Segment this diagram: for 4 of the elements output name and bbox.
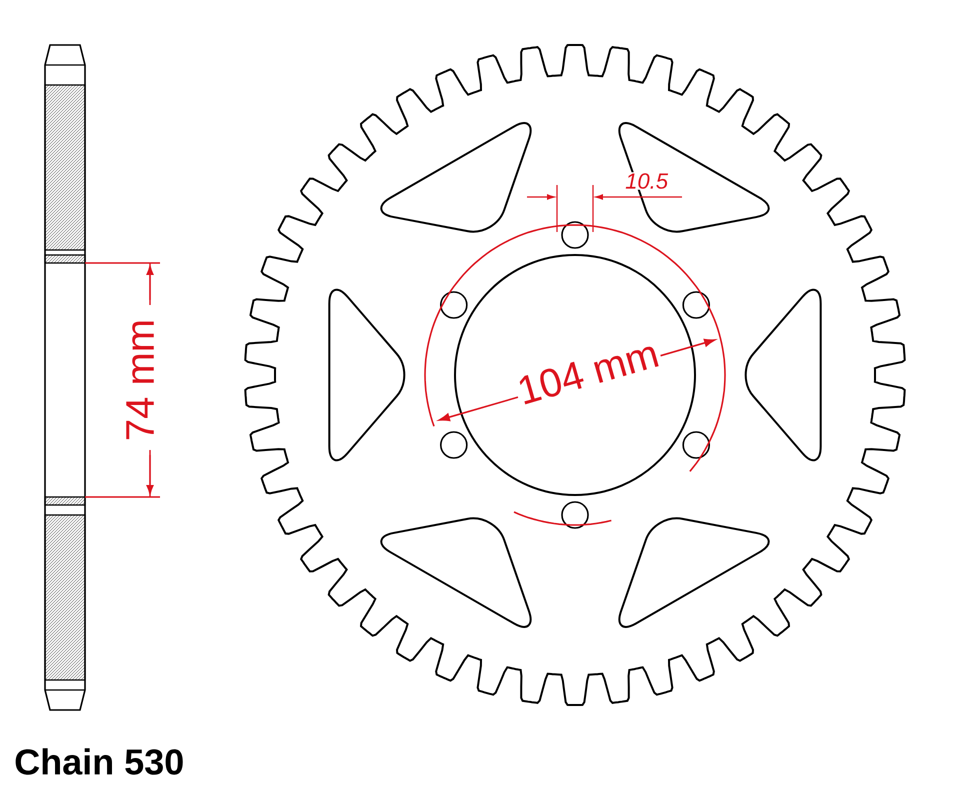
dimension-label: 104 mm [512,336,664,408]
caption-text: Chain 530 [16,748,183,775]
dimension-label: 74 mm [124,316,156,444]
dimension-label: 10.5 [624,172,670,190]
